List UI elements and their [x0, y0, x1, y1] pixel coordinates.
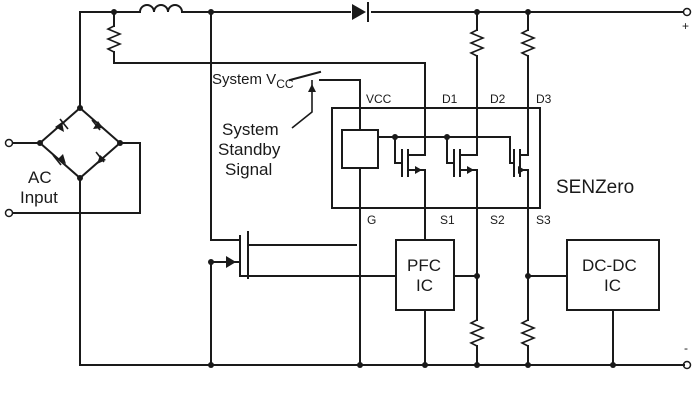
sense-resistor-1	[105, 9, 426, 109]
external-mosfet	[208, 231, 397, 366]
ac-input-label-2: Input	[20, 188, 58, 207]
s2-line	[453, 207, 486, 366]
pfc-label-2: IC	[416, 276, 433, 295]
dcdc-ic-box	[566, 239, 660, 311]
d3-pin-label: D3	[536, 92, 552, 106]
dcdc-label-2: IC	[604, 276, 621, 295]
senzero-box	[331, 107, 541, 209]
output-plus-terminal	[682, 7, 692, 17]
d1-pin-label: D1	[442, 92, 458, 106]
pfc-ic-box	[395, 239, 455, 311]
s1-pin-label: S1	[440, 213, 455, 227]
standby-label-3: Signal	[225, 160, 272, 179]
senzero-mosfet-3	[509, 107, 529, 209]
s2-pin-label: S2	[490, 213, 505, 227]
system-vcc-label: System VCC	[212, 71, 294, 91]
ac-input-wiring	[4, 138, 141, 218]
d2-pin-label: D2	[490, 92, 506, 106]
bottom-rail	[79, 177, 685, 366]
pass-line	[208, 9, 241, 241]
ac-input-label-1: AC	[28, 168, 52, 187]
inductor	[138, 4, 184, 14]
senzero-gate-bus	[377, 134, 511, 140]
d2-resistor	[468, 9, 486, 109]
s3-line	[519, 207, 568, 366]
minus-label: -	[684, 341, 688, 355]
g-pin-label: G	[367, 213, 376, 227]
bridge-rectifier	[37, 105, 123, 181]
senzero-mosfet-2	[446, 107, 478, 209]
standby-label-2: Standby	[218, 140, 281, 159]
vcc-pin-label: VCC	[366, 92, 392, 106]
d3-resistor	[519, 9, 537, 109]
senzero-label: SENZero	[556, 177, 634, 198]
plus-label: +	[682, 19, 689, 33]
standby-arrow	[291, 96, 313, 129]
s3-pin-label: S3	[536, 213, 551, 227]
senzero-mosfet-1	[394, 107, 426, 209]
output-diode	[352, 2, 369, 22]
dcdc-label-1: DC-DC	[582, 256, 637, 275]
standby-label-1: System	[222, 120, 279, 139]
system-vcc-switch	[288, 70, 361, 109]
senzero-control-block	[341, 129, 379, 169]
pfc-label-1: PFC	[407, 256, 441, 275]
